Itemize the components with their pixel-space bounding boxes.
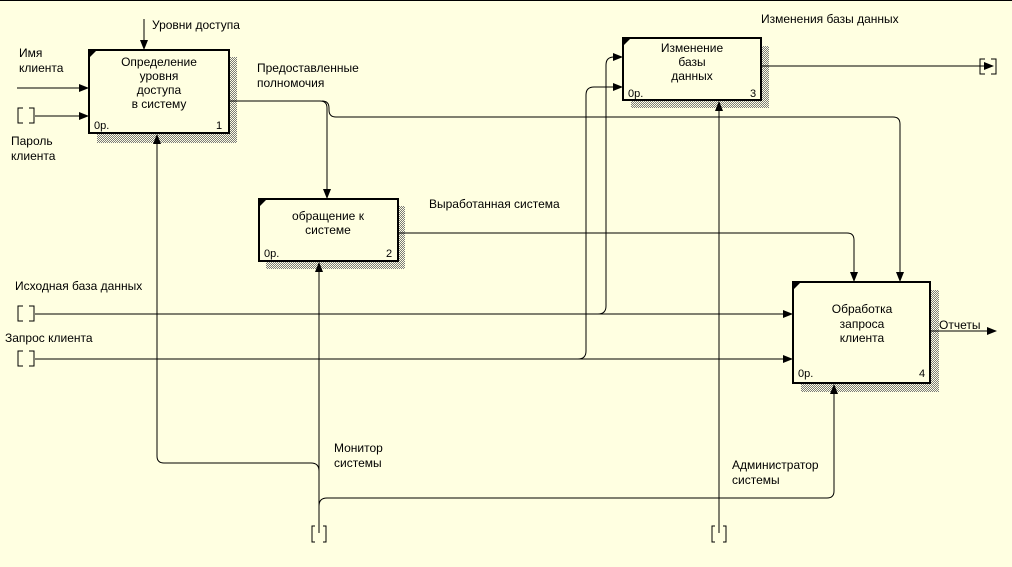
box-3-number: 3 bbox=[750, 88, 756, 100]
label-system-monitor-line-1: Монитор bbox=[334, 441, 383, 455]
label-client-request: Запрос клиента bbox=[5, 331, 93, 345]
activity-box-3[interactable]: Изменение базы данных 0р. 3 bbox=[622, 37, 762, 101]
arrow-granted-rights-to-box2[interactable] bbox=[230, 100, 331, 199]
box-4-cost: 0р. bbox=[798, 368, 813, 380]
arrow-granted-rights-to-box4[interactable] bbox=[321, 100, 904, 282]
label-developed-system: Выработанная система bbox=[429, 197, 560, 211]
tunnel-icon-password bbox=[17, 107, 35, 124]
label-system-monitor-line-2: системы bbox=[334, 456, 382, 470]
tunnel-icon-source-db bbox=[17, 305, 35, 322]
arrow-source-db-to-box3[interactable] bbox=[597, 53, 623, 315]
box-2-title-line-1: обращение к bbox=[292, 209, 365, 223]
tunnel-icon-administrator bbox=[711, 525, 727, 543]
box-2-number: 2 bbox=[386, 248, 392, 260]
label-administrator-line-2: системы bbox=[732, 473, 780, 487]
label-reports: Отчеты bbox=[939, 318, 980, 332]
box-1-title-line-4: в систему bbox=[132, 97, 187, 111]
box-1-title-line-2: уровня bbox=[140, 69, 179, 83]
box-1-title-line-3: доступа bbox=[137, 83, 182, 97]
label-granted-rights-line-2: полномочия bbox=[257, 76, 324, 90]
arrow-developed-system[interactable] bbox=[399, 232, 858, 282]
box-1-number: 1 bbox=[216, 120, 222, 132]
activity-box-2[interactable]: обращение к системе 0р. 2 bbox=[258, 198, 399, 262]
label-source-db: Исходная база данных bbox=[15, 279, 142, 293]
arrow-client-request-to-box3[interactable] bbox=[577, 83, 623, 360]
box-4-number: 4 bbox=[919, 368, 925, 380]
label-granted-rights-line-1: Предоставленные bbox=[257, 61, 359, 75]
activity-box-4[interactable]: Обработка запроса клиента 0р. 4 bbox=[792, 281, 931, 384]
box-4-title-line-2: запроса bbox=[840, 317, 885, 331]
label-db-changes: Изменения базы данных bbox=[761, 12, 899, 26]
box-3-title-line-2: базы bbox=[678, 55, 705, 69]
box-1-cost: 0р. bbox=[94, 120, 109, 132]
label-administrator-line-1: Администратор bbox=[732, 458, 819, 472]
label-client-password-line-1: Пароль bbox=[11, 134, 53, 148]
box-4-title-line-3: клиента bbox=[840, 331, 885, 345]
label-client-password-line-2: клиента bbox=[11, 149, 56, 163]
tunnel-icon-system-monitor bbox=[311, 525, 327, 543]
tunnel-icon-client-request bbox=[17, 350, 35, 367]
activity-box-1[interactable]: Определение уровня доступа в систему 0р.… bbox=[88, 49, 230, 134]
box-2-cost: 0р. bbox=[264, 248, 279, 260]
label-client-name-line-1: Имя bbox=[19, 46, 42, 60]
arrow-system-monitor-to-box1[interactable] bbox=[153, 134, 320, 472]
box-3-title-line-3: данных bbox=[671, 69, 713, 83]
box-1-title-line-1: Определение bbox=[121, 55, 197, 69]
box-4-title-line-1: Обработка bbox=[832, 302, 893, 316]
box-3-cost: 0р. bbox=[628, 88, 643, 100]
label-access-levels: Уровни доступа bbox=[152, 18, 240, 32]
box-3-title-line-1: Изменение bbox=[661, 41, 724, 55]
arrow-system-monitor-to-box4[interactable] bbox=[318, 384, 838, 507]
tunnel-icon-db-changes bbox=[979, 58, 997, 75]
box-2-title-line-2: системе bbox=[305, 223, 351, 237]
label-client-name-line-2: клиента bbox=[19, 61, 64, 75]
